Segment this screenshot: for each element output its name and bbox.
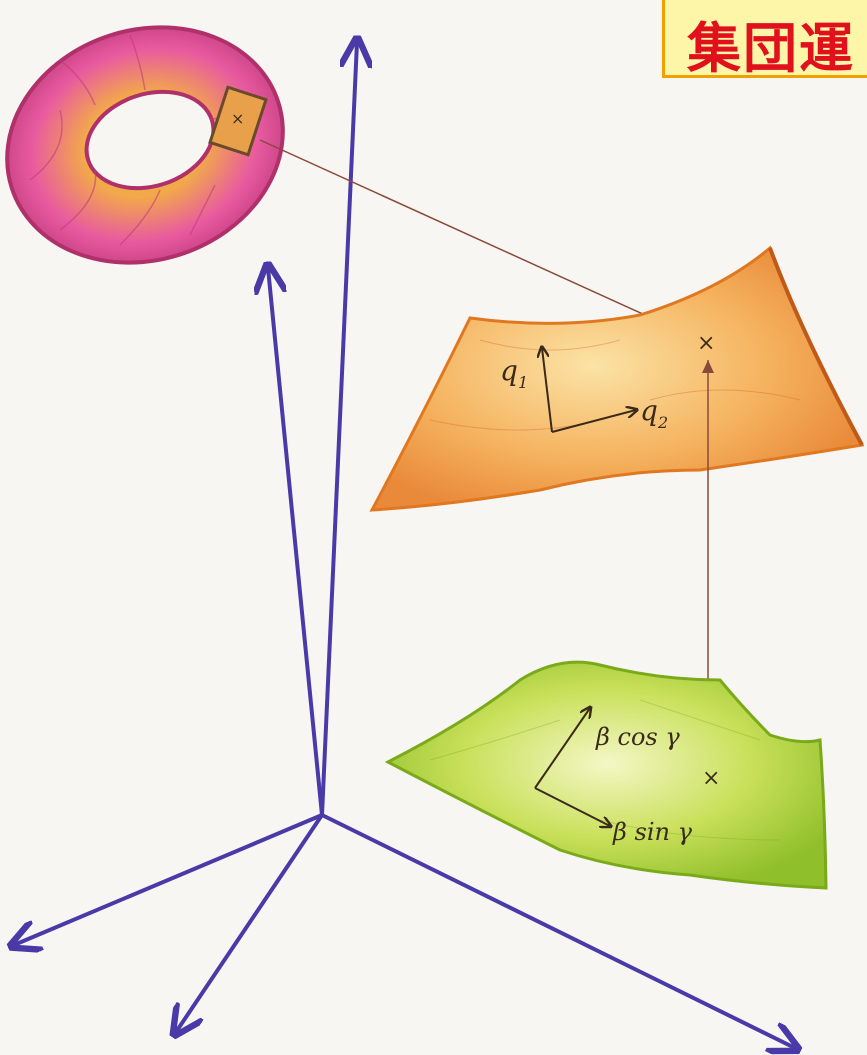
title-banner: 集団運 (662, 0, 867, 78)
green-surface (388, 662, 826, 888)
torus-shape: × (0, 0, 314, 298)
label-beta-sin: β sin γ (612, 818, 693, 846)
axis-vertical-main (322, 42, 357, 815)
connector-torus-to-surface (260, 140, 700, 340)
axis-vertical-secondary (268, 268, 322, 815)
axis-left (14, 815, 322, 945)
orange-surface (372, 248, 862, 510)
orange-point-marker: × (697, 331, 715, 356)
page-title: 集団運 (687, 4, 855, 78)
label-beta-cos: β cos γ (595, 723, 680, 751)
green-point-marker: × (702, 766, 720, 791)
torus-marker: × (231, 109, 244, 128)
